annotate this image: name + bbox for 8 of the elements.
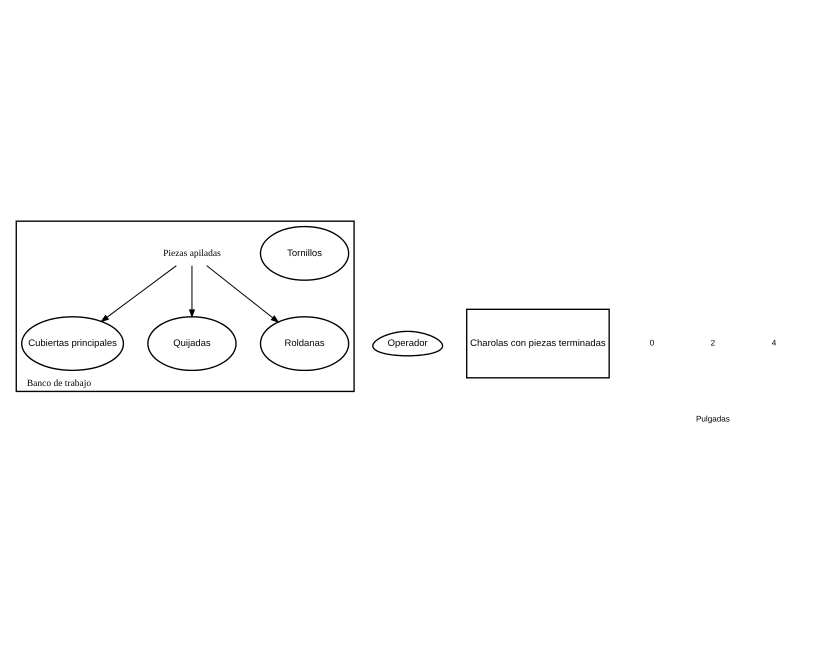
- node-ellipse: Cubiertas principales: [21, 316, 124, 371]
- arrow: [206, 264, 280, 323]
- node-ellipse: Tornillos: [260, 225, 350, 280]
- arrow: [188, 265, 196, 318]
- node-text: Piezas apiladas: [163, 248, 221, 258]
- node-box: Charolas con piezas terminadas: [466, 308, 610, 378]
- arrow: [100, 264, 177, 322]
- node-ellipse: Quijadas: [147, 316, 237, 371]
